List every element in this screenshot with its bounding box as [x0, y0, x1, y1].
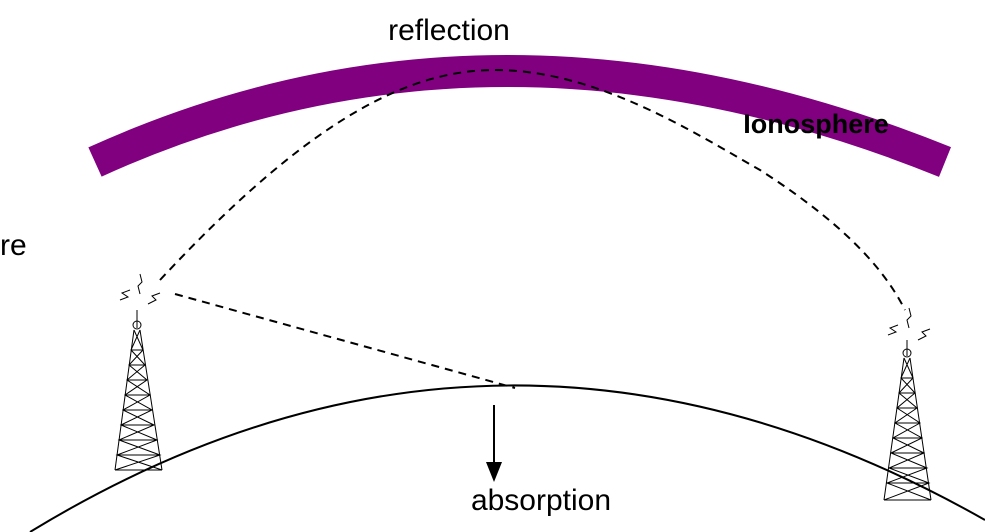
left-tower	[114, 273, 163, 471]
absorption-label: absorption	[471, 484, 611, 517]
antenna-signal-icon	[887, 324, 899, 336]
ionosphere-label: Ionosphere	[743, 109, 889, 139]
ground-path	[174, 293, 516, 389]
skywave-path	[159, 68, 906, 311]
partial-left-label: re	[0, 229, 27, 262]
absorption-arrow	[486, 405, 502, 482]
reflection-label: reflection	[388, 14, 510, 47]
antenna-signal-icon	[119, 289, 131, 301]
right-tower	[883, 307, 932, 501]
ionosphere-band	[88, 55, 951, 177]
